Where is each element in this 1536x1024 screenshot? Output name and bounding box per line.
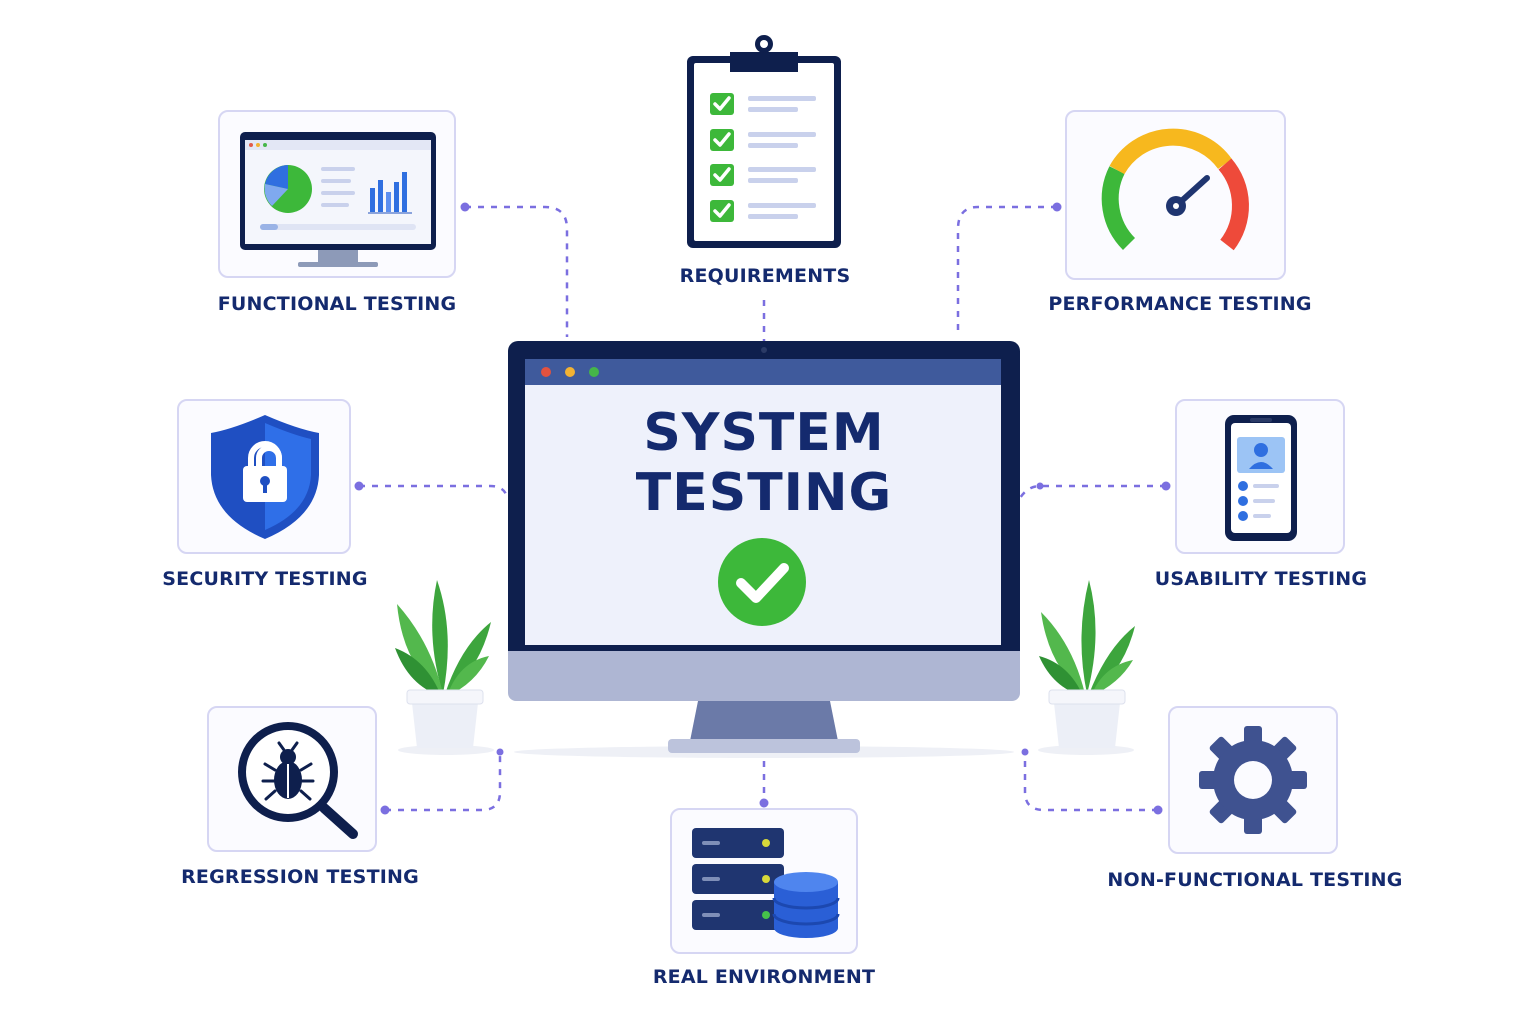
functional-testing-card [218, 110, 456, 278]
shield-lock-icon [211, 415, 319, 539]
usability-testing-card [1175, 399, 1345, 554]
mobile-profile-icon [1225, 415, 1297, 541]
dashboard-monitor-icon [240, 132, 436, 267]
check-circle-icon [718, 538, 806, 626]
requirements-node [684, 34, 844, 252]
functional-testing-label: FUNCTIONAL TESTING [217, 293, 457, 315]
connector-nonfunctional [1023, 752, 1158, 812]
central-monitor: SYSTEM TESTING [508, 341, 1020, 758]
security-testing-label: SECURITY TESTING [162, 568, 368, 590]
regression-testing-card [207, 706, 377, 852]
bug-magnifier-icon [238, 722, 358, 839]
connector-security [359, 484, 508, 495]
connector-regression [385, 752, 502, 812]
real-environment-label: REAL ENVIRONMENT [652, 966, 876, 988]
connector-usability [1018, 484, 1166, 499]
real-environment-card [670, 808, 858, 954]
system-testing-title-line1: SYSTEM [643, 403, 885, 463]
performance-testing-label: PERFORMANCE TESTING [1048, 293, 1312, 315]
performance-testing-card [1065, 110, 1286, 280]
non-functional-testing-label: NON-FUNCTIONAL TESTING [1107, 869, 1403, 891]
system-testing-title-line2: TESTING [635, 463, 893, 523]
speedometer-icon [1101, 128, 1249, 251]
gear-icon [1199, 726, 1307, 834]
checklist-clipboard-icon [687, 35, 841, 248]
requirements-label: REQUIREMENTS [679, 265, 851, 287]
non-functional-testing-card [1168, 706, 1338, 854]
connector-performance [956, 205, 1057, 337]
right-plant-decoration [1037, 576, 1137, 756]
connector-functional [465, 205, 569, 337]
regression-testing-label: REGRESSION TESTING [181, 866, 419, 888]
server-database-icon [692, 828, 840, 938]
security-testing-card [177, 399, 351, 554]
usability-testing-label: USABILITY TESTING [1154, 568, 1368, 590]
left-plant-decoration [395, 576, 495, 756]
